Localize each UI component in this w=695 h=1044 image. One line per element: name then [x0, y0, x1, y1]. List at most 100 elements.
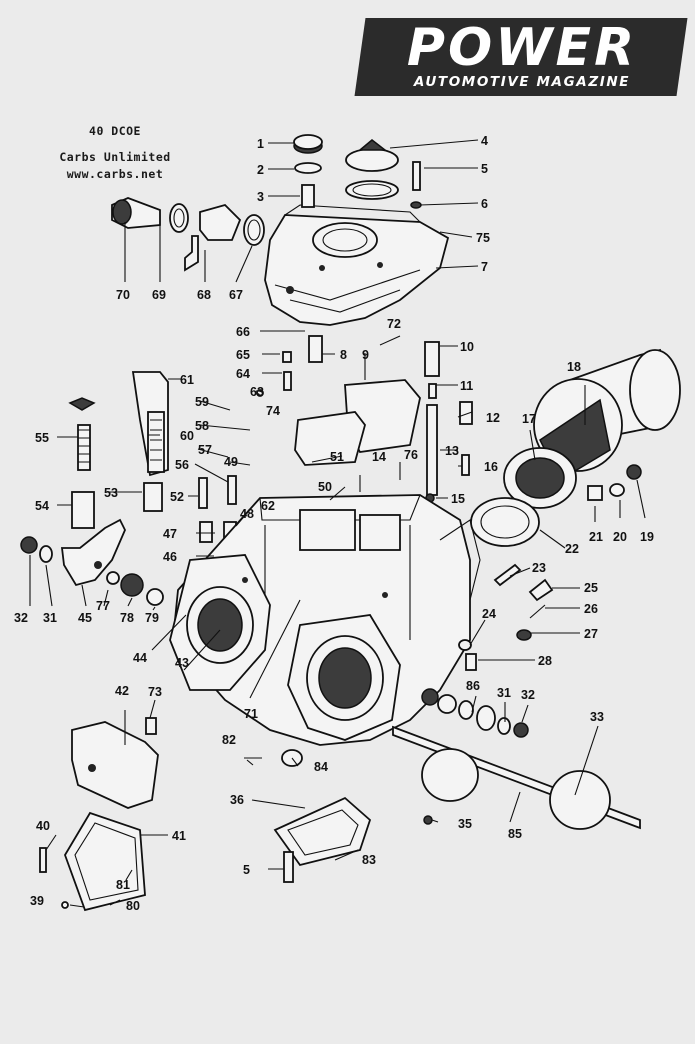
callout-72: 72 [387, 317, 401, 331]
callout-23: 23 [532, 561, 546, 575]
right-small-parts [421, 563, 554, 738]
callout-numbers: 1 2 3 4 5 6 75 7 70 69 68 67 66 72 65 8 … [14, 134, 654, 913]
callout-14: 14 [372, 450, 386, 464]
callout-62: 62 [261, 499, 275, 513]
callout-2: 2 [257, 163, 264, 177]
linkage-arm [20, 518, 164, 606]
callout-85: 85 [508, 827, 522, 841]
callout-33: 33 [590, 710, 604, 724]
callout-28: 28 [538, 654, 552, 668]
callout-81: 81 [116, 878, 130, 892]
callout-55: 55 [35, 431, 49, 445]
callout-71: 71 [244, 707, 258, 721]
left-jets-and-springs [68, 371, 240, 558]
callout-54: 54 [35, 499, 49, 513]
callout-73: 73 [148, 685, 162, 699]
wing-nut-part-4 [345, 139, 422, 209]
callout-35: 35 [458, 817, 472, 831]
callout-65: 65 [236, 348, 250, 362]
callout-49: 49 [224, 455, 238, 469]
model-name: 40 DCOE [89, 124, 141, 138]
logo-subtitle: AUTOMOTIVE MAGAZINE [413, 74, 631, 90]
callout-25: 25 [584, 581, 598, 595]
pump-cover [71, 717, 159, 809]
callout-43: 43 [175, 656, 189, 670]
website: www.carbs.net [66, 167, 164, 181]
callout-84: 84 [314, 760, 328, 774]
callout-1: 1 [257, 137, 264, 151]
callout-44: 44 [133, 651, 147, 665]
callout-3: 3 [257, 190, 264, 204]
cap-part-1 [293, 134, 323, 208]
callout-64: 64 [236, 367, 250, 381]
callout-7: 7 [481, 260, 488, 274]
callout-75: 75 [476, 231, 490, 245]
carburettor-body [169, 494, 481, 746]
callout-45: 45 [78, 611, 92, 625]
callout-67: 67 [229, 288, 243, 302]
callout-57: 57 [198, 443, 212, 457]
callout-20: 20 [613, 530, 627, 544]
company-name: Carbs Unlimited [59, 150, 171, 164]
callout-24: 24 [482, 607, 496, 621]
callout-58: 58 [195, 419, 209, 433]
callout-13: 13 [445, 444, 459, 458]
callout-5: 5 [481, 162, 488, 176]
center-small-parts [256, 335, 473, 503]
callout-52: 52 [170, 490, 184, 504]
callout-60: 60 [180, 429, 194, 443]
callout-31-right: 31 [497, 686, 511, 700]
logo-title: POWER [406, 18, 638, 78]
inspection-cover [244, 749, 372, 883]
callout-9: 9 [362, 348, 369, 362]
callout-17: 17 [522, 412, 536, 426]
callout-46: 46 [163, 550, 177, 564]
callout-83: 83 [362, 853, 376, 867]
callout-53: 53 [104, 486, 118, 500]
callout-79: 79 [145, 611, 159, 625]
callout-36: 36 [230, 793, 244, 807]
callout-4: 4 [481, 134, 488, 148]
callout-61: 61 [180, 373, 194, 387]
callout-27: 27 [584, 627, 598, 641]
callout-70: 70 [116, 288, 130, 302]
callout-22: 22 [565, 542, 579, 556]
callout-63: 63 [250, 385, 264, 399]
callout-19: 19 [640, 530, 654, 544]
callout-80: 80 [126, 899, 140, 913]
callout-76: 76 [404, 448, 418, 462]
callout-10: 10 [460, 340, 474, 354]
callout-42: 42 [115, 684, 129, 698]
callout-77: 77 [96, 599, 110, 613]
callout-51: 51 [330, 450, 344, 464]
callout-86: 86 [466, 679, 480, 693]
callout-26: 26 [584, 602, 598, 616]
callout-31-left: 31 [43, 611, 57, 625]
callout-68: 68 [197, 288, 211, 302]
diaphragm-plate [39, 811, 146, 912]
callout-40: 40 [36, 819, 50, 833]
callout-47: 47 [163, 527, 177, 541]
callout-41: 41 [172, 829, 186, 843]
banjo-fittings [111, 197, 265, 272]
callout-56: 56 [175, 458, 189, 472]
callout-21: 21 [589, 530, 603, 544]
callout-69: 69 [152, 288, 166, 302]
callout-16: 16 [484, 460, 498, 474]
callout-32-right: 32 [521, 688, 535, 702]
callout-59: 59 [195, 395, 209, 409]
callout-78: 78 [120, 611, 134, 625]
callout-66: 66 [236, 325, 250, 339]
callout-8: 8 [340, 348, 347, 362]
callout-48: 48 [240, 507, 254, 521]
air-trumpet [470, 348, 681, 547]
callout-5-bottom: 5 [243, 863, 250, 877]
callout-50: 50 [318, 480, 332, 494]
throttle-shaft [392, 725, 641, 830]
callout-39: 39 [30, 894, 44, 908]
callout-11: 11 [460, 379, 473, 393]
callout-32-left: 32 [14, 611, 28, 625]
leader-lines [29, 139, 646, 908]
callout-15: 15 [451, 492, 465, 506]
